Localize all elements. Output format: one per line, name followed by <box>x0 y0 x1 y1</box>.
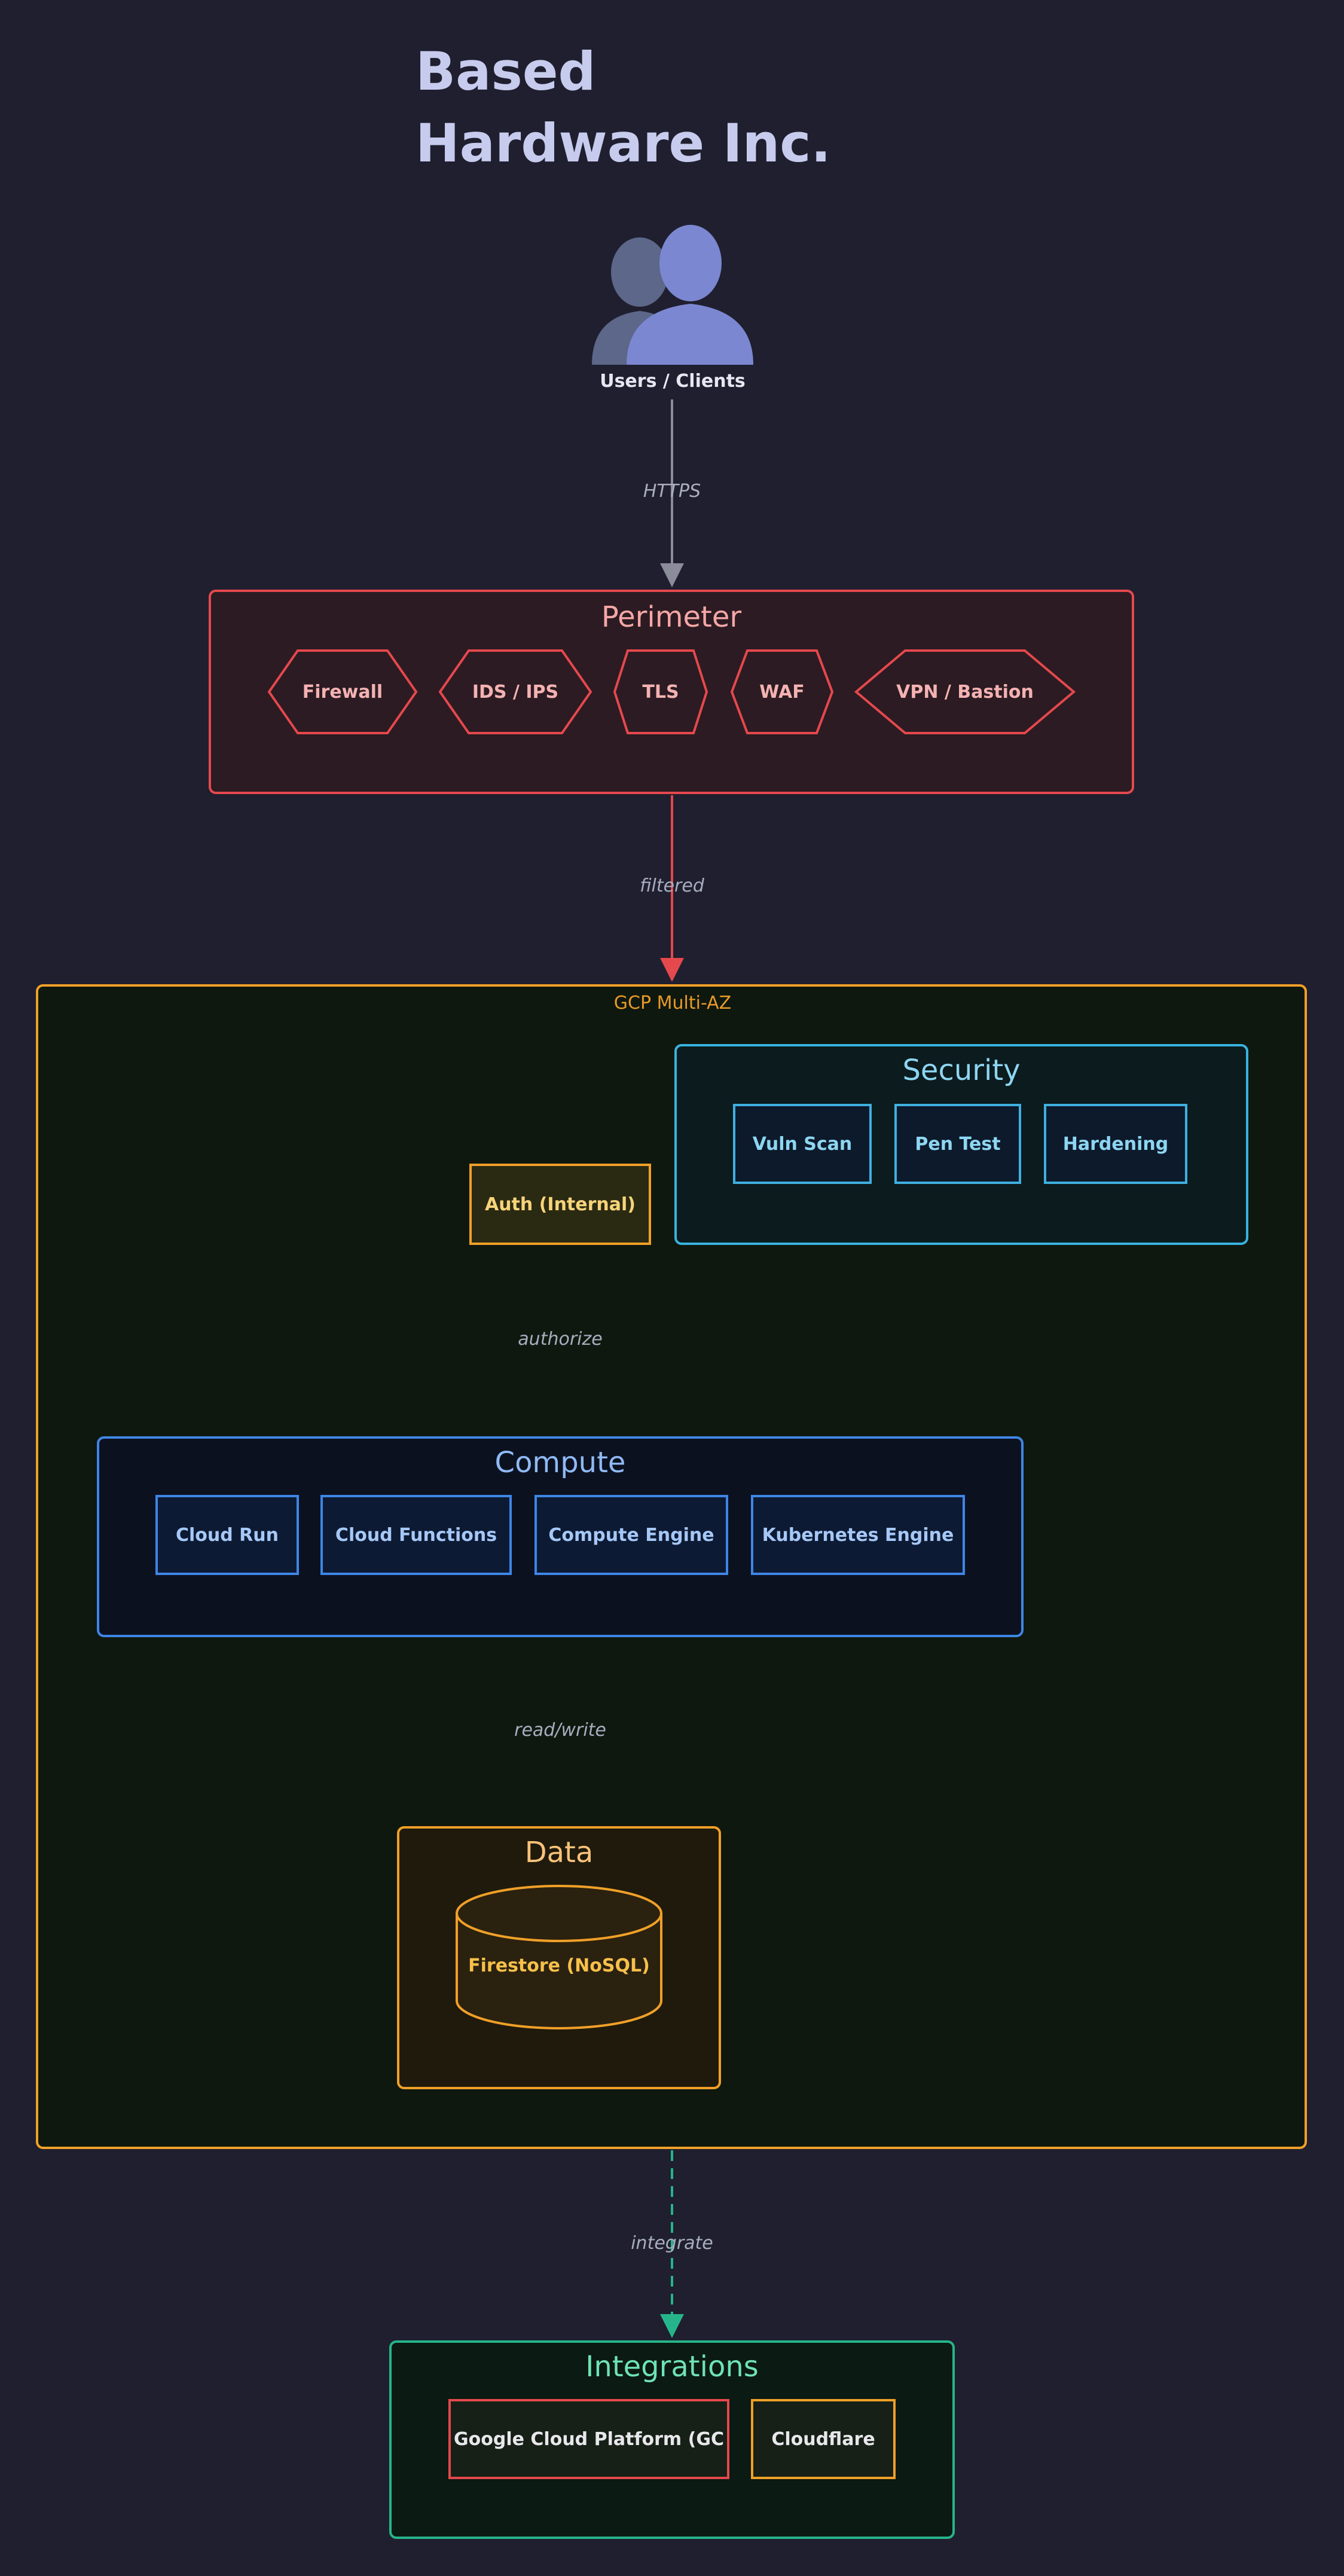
ids-ips-label: IDS / IPS <box>472 681 559 703</box>
vpn-bastion-shape <box>854 649 1076 734</box>
waf-shape <box>730 649 834 734</box>
edge-label-read-write: read/write <box>514 1720 606 1741</box>
tls-label: TLS <box>642 681 679 703</box>
cloud-functions-node: Cloud Functions <box>320 1495 512 1575</box>
database-cylinder-icon <box>456 1885 662 2029</box>
edge-label-filtered: filtered <box>640 875 704 896</box>
cloud-run-node: Cloud Run <box>155 1495 299 1575</box>
pen-test-node: Pen Test <box>894 1104 1021 1184</box>
cloudflare-node: Cloudflare <box>751 2399 896 2479</box>
kubernetes-engine-node: Kubernetes Engine <box>751 1495 965 1575</box>
perimeter-title: Perimeter <box>601 600 742 634</box>
diagram-title: Based Hardware Inc. <box>416 41 831 174</box>
ids-ips-shape <box>438 649 592 734</box>
waf-label: WAF <box>759 681 805 703</box>
auth-internal-node: Auth (Internal) <box>469 1164 651 1245</box>
integrations-title: Integrations <box>585 2350 759 2383</box>
edge-label-integrate: integrate <box>631 2233 713 2254</box>
firewall-shape <box>267 649 418 734</box>
users-icon <box>592 225 753 365</box>
users-label: Users / Clients <box>600 371 746 392</box>
security-title: Security <box>902 1054 1021 1087</box>
hardening-node: Hardening <box>1044 1104 1187 1184</box>
gcp-label: GCP Multi-AZ <box>613 993 732 1014</box>
google-cloud-platform-node: Google Cloud Platform (GC <box>448 2399 729 2479</box>
compute-engine-node: Compute Engine <box>534 1495 728 1575</box>
edge-label-authorize: authorize <box>518 1329 603 1350</box>
vuln-scan-node: Vuln Scan <box>733 1104 872 1184</box>
firewall-label: Firewall <box>302 681 383 703</box>
edge-label-https: HTTPS <box>643 481 701 502</box>
tls-shape <box>613 649 708 734</box>
vpn-bastion-label: VPN / Bastion <box>896 681 1034 703</box>
firestore-label: Firestore (NoSQL) <box>468 1955 650 1976</box>
compute-title: Compute <box>494 1446 626 1479</box>
data-title: Data <box>524 1836 594 1869</box>
